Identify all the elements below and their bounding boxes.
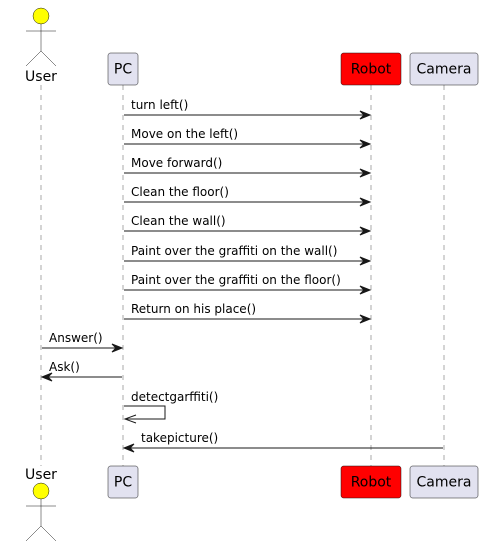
message-label: Move forward()	[131, 156, 222, 170]
participants-top: User PC Robot Camera	[25, 7, 479, 86]
message-line	[124, 405, 166, 420]
message-label: Clean the wall()	[131, 214, 226, 228]
message-label: takepicture()	[141, 431, 218, 445]
arrow-head-icon	[359, 110, 372, 120]
actor-head-icon	[32, 7, 50, 25]
arrow-head-icon	[359, 168, 372, 178]
arrow-head-icon	[359, 285, 372, 295]
message-label: turn left()	[131, 98, 188, 112]
actor-user-bottom: User	[25, 467, 57, 542]
message-label: Ask()	[49, 360, 80, 374]
message: Return on his place()	[124, 302, 372, 324]
participant-label: Camera	[417, 62, 472, 78]
message-label: detectgarffiti()	[131, 390, 218, 404]
arrow-head-icon	[359, 314, 372, 324]
message: Move forward()	[124, 156, 372, 178]
participant-box	[340, 465, 402, 499]
participant-camera-bottom: Camera	[409, 465, 479, 499]
actor-body-icon	[25, 24, 57, 67]
participant-label: User	[25, 69, 57, 85]
message: turn left()	[124, 98, 372, 120]
message: Paint over the graffiti on the wall()	[124, 244, 372, 266]
messages: turn left() Move on the left() Move forwar…	[40, 98, 443, 453]
participant-label: User	[25, 467, 57, 483]
participant-robot-bottom: Robot	[340, 465, 402, 499]
message: Answer()	[42, 331, 124, 353]
lifelines	[40, 85, 445, 466]
participant-box	[409, 465, 479, 499]
message: Clean the wall()	[124, 214, 372, 236]
message: Ask()	[40, 360, 122, 382]
actor-user-top: User	[25, 7, 57, 85]
arrow-head-icon	[359, 197, 372, 207]
arrow-head-icon	[359, 256, 372, 266]
participant-label: Camera	[417, 475, 472, 491]
actor-head-icon	[32, 482, 50, 500]
participant-label: PC	[114, 62, 132, 78]
participant-box	[409, 52, 479, 86]
actor-body-icon	[25, 499, 57, 542]
arrow-head-icon	[123, 414, 137, 424]
participant-box	[107, 465, 139, 499]
message: detectgarffiti()	[123, 390, 218, 424]
participant-label: PC	[114, 475, 132, 491]
arrow-head-icon	[122, 443, 135, 453]
participant-pc-bottom: PC	[107, 465, 139, 499]
arrow-head-icon	[359, 139, 372, 149]
participant-label: Robot	[351, 62, 392, 78]
arrow-head-icon	[359, 226, 372, 236]
message-label: Return on his place()	[131, 302, 256, 316]
arrow-head-icon	[111, 343, 124, 353]
message: Paint over the graffiti on the floor()	[124, 273, 372, 295]
message-label: Clean the floor()	[131, 185, 229, 199]
message: takepicture()	[122, 431, 443, 453]
message: Move on the left()	[124, 127, 372, 149]
participant-robot-top: Robot	[340, 52, 402, 86]
participant-label: Robot	[351, 475, 392, 491]
participant-box	[107, 52, 139, 86]
arrow-head-icon	[40, 372, 53, 382]
participant-camera-top: Camera	[409, 52, 479, 86]
message-label: Answer()	[49, 331, 103, 345]
message-label: Paint over the graffiti on the wall()	[131, 244, 337, 258]
participant-box	[340, 52, 402, 86]
message-label: Move on the left()	[131, 127, 238, 141]
message-label: Paint over the graffiti on the floor()	[131, 273, 341, 287]
participant-pc-top: PC	[107, 52, 139, 86]
message: Clean the floor()	[124, 185, 372, 207]
